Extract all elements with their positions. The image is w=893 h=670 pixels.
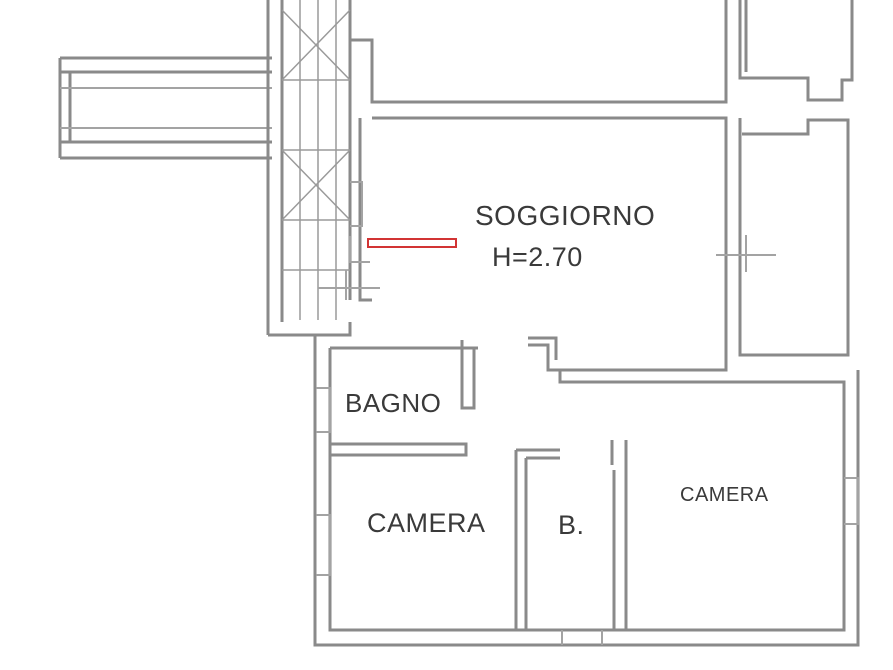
- partition-walls: [514, 336, 628, 630]
- upper-walls: [350, 0, 854, 104]
- living-room-walls: [318, 116, 850, 372]
- soggiorno-height-label: H=2.70: [492, 242, 583, 272]
- soggiorno-label: SOGGIORNO: [475, 200, 656, 231]
- small-bathroom-label: B.: [558, 510, 585, 540]
- apartment-outline: [313, 322, 860, 647]
- red-marker-rectangle: [367, 238, 457, 248]
- camera-left-label: CAMERA: [367, 508, 486, 538]
- camera-right-label: CAMERA: [680, 484, 769, 506]
- stairwell: [266, 0, 352, 337]
- bathroom-walls: [330, 340, 476, 457]
- bagno-label: BAGNO: [345, 388, 442, 418]
- external-stair: [58, 56, 272, 160]
